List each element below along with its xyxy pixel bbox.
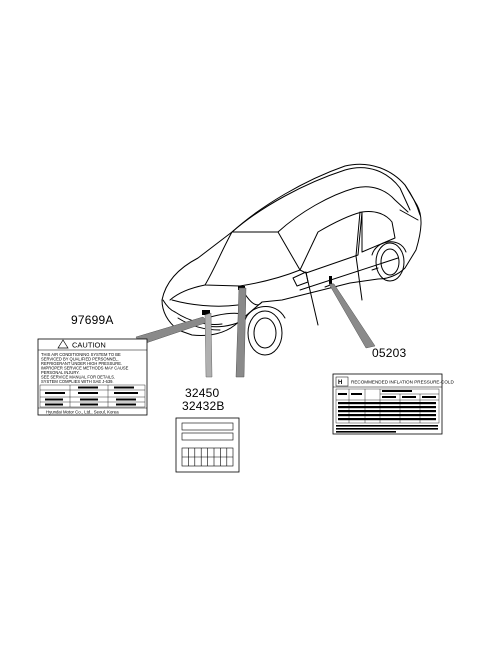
hyundai-logo-icon: H bbox=[338, 380, 342, 386]
aircon-line-2: SERVICED BY QUALIFIED PERSONNEL. bbox=[41, 357, 119, 362]
aircon-footer: Hyundai Motor Co., Ltd., Seoul, Korea bbox=[46, 410, 119, 415]
aircon-line-4: IMPROPER SERVICE METHODS MAY CAUSE bbox=[41, 366, 129, 371]
tire-label-heading: RECOMMENDED INFLATION PRESSURE-COLD bbox=[351, 380, 454, 385]
aircon-line-5: PERSONAL INJURY. bbox=[41, 370, 80, 375]
aircon-label-marker bbox=[202, 310, 210, 315]
warning-triangle-icon bbox=[57, 339, 69, 349]
tire-pressure-table bbox=[335, 388, 440, 424]
aircon-line-3: REFRIGERANT UNDER HIGH PRESSURE. bbox=[41, 361, 122, 366]
aircon-caution-heading: CAUTION bbox=[72, 341, 106, 350]
aircon-line-7: SYSTEM COMPLIES WITH SAE J-639. bbox=[41, 379, 114, 384]
engine-pointer bbox=[235, 287, 247, 378]
aircon-line-1: THIS AIR CONDITIONING SYSTEM TO BE bbox=[41, 352, 121, 357]
aircon-line-6: SEE SERVICE MANUAL FOR DETAILS. bbox=[41, 375, 115, 380]
part-number-aircon-label: 97699A bbox=[71, 313, 114, 327]
engine-label bbox=[175, 417, 240, 473]
aircon-spec-table bbox=[39, 384, 146, 408]
car-illustration bbox=[161, 163, 422, 356]
aircon-caution-label: CAUTION THIS AIR CONDITIONING SYSTEM TO … bbox=[37, 338, 148, 416]
engine-label-grid bbox=[181, 447, 234, 467]
tire-pressure-label: H RECOMMENDED INFLATION PRESSURE-COLD bbox=[332, 373, 454, 435]
engine-pointer-2 bbox=[204, 312, 213, 378]
tire-label-marker bbox=[329, 276, 332, 285]
tire-pointer bbox=[328, 283, 376, 349]
part-number-engine-label-2: 32432B bbox=[182, 399, 225, 413]
part-number-engine-label-1: 32450 bbox=[185, 386, 220, 400]
part-number-tire-label: 05203 bbox=[372, 346, 407, 360]
